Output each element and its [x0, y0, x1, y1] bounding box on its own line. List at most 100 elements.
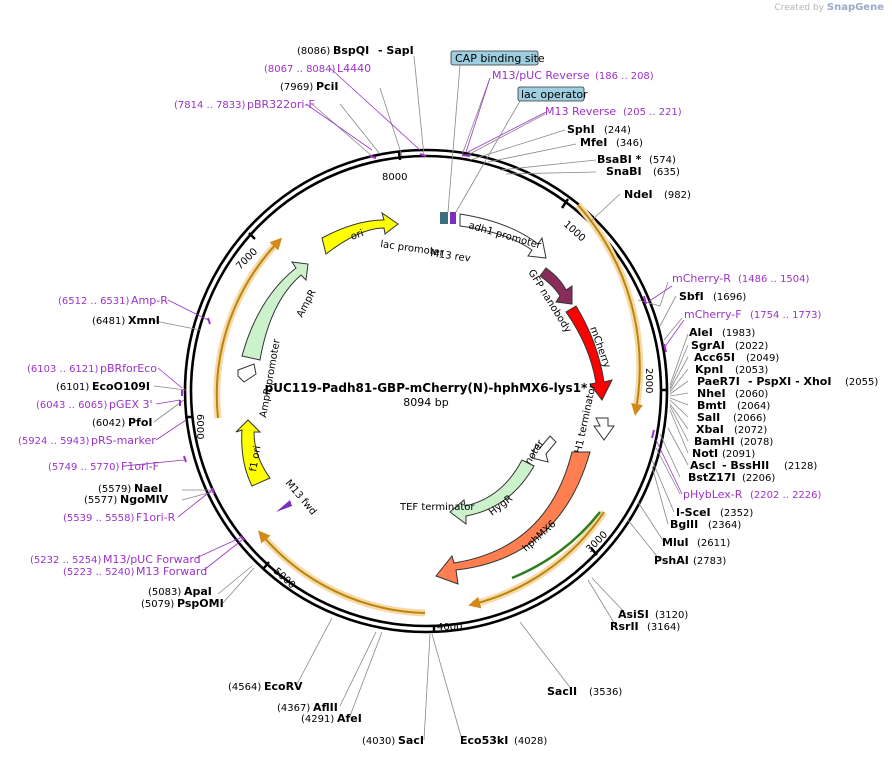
site-extra: - PspXI - XhoI: [748, 375, 831, 388]
site-name: AsiSI: [618, 608, 649, 621]
site-pos: (6042): [92, 418, 125, 429]
tick-6000: 6000: [194, 414, 205, 439]
tick-1000: 1000: [561, 219, 587, 244]
primer-pos: (186 .. 208): [595, 71, 654, 82]
site-pos: (982): [664, 190, 691, 201]
orf-arcs: [213, 202, 644, 617]
site-pos: (2066): [733, 413, 766, 424]
site-name: BsaBI *: [597, 153, 642, 166]
tick-4000: 4000: [437, 622, 462, 633]
feature-ori: [321, 211, 399, 255]
site-pos: (2060): [735, 389, 768, 400]
primer-name: Amp-R: [131, 294, 168, 307]
site-name: MfeI: [580, 136, 607, 149]
plasmid-size: 8094 bp: [403, 396, 448, 409]
primer-pos: (1754 .. 1773): [750, 310, 822, 321]
primer-name: M13/pUC Forward: [103, 553, 201, 566]
site-name: NotI: [692, 447, 718, 460]
primer-name: L4440: [337, 62, 371, 75]
feature-f1-ori: [235, 419, 271, 487]
label-f1-ori: f1 ori: [248, 445, 263, 473]
site-pos: (574): [649, 155, 676, 166]
site-pos: (5083): [148, 587, 181, 598]
site-name: NdeI: [624, 188, 653, 201]
feature-mcherry: [565, 305, 613, 401]
primer-name: pBR322ori-F: [247, 98, 315, 111]
site-pos: (1696): [713, 292, 746, 303]
site-pos: (2128): [784, 461, 817, 472]
primer-name: M13/pUC Reverse: [492, 69, 590, 82]
site-pos: (6101): [56, 382, 89, 393]
site-pos: (2049): [746, 353, 779, 364]
site-name: Eco53kI: [460, 734, 508, 747]
primer-pos: (5924 .. 5943): [18, 436, 90, 447]
primer-pos: (5232 .. 5254): [30, 555, 102, 566]
site-pos: (2206): [742, 473, 775, 484]
tick-8000: 8000: [382, 172, 407, 183]
site-pos: (5079): [141, 599, 174, 610]
primer-name: pBRforEco: [100, 362, 157, 375]
site-pos: (2055): [845, 377, 878, 388]
site-name: Acc65I: [694, 351, 735, 364]
primer-markers: [123, 67, 685, 571]
primer-name: pHybLex-R: [683, 488, 743, 501]
site-pos: (4028): [514, 736, 547, 747]
credit-prefix: Created by: [774, 3, 824, 13]
plasmid-name: pUC119-Padh81-GBP-mCherry(N)-hphMX6-lys1…: [265, 381, 588, 395]
site-name: AleI: [689, 326, 713, 339]
site-pos: (4367): [277, 703, 310, 714]
site-pos: (244): [604, 125, 631, 136]
primer-name: F1ori-R: [136, 511, 176, 524]
site-name: SnaBI: [606, 165, 642, 178]
primer-name: M13 Forward: [136, 565, 207, 578]
tick-2000: 2000: [643, 368, 654, 393]
feature-adh1-promoter: [459, 213, 547, 259]
site-extra: - BssHII: [722, 459, 769, 472]
site-pos: (2352): [720, 508, 753, 519]
site-name: EcoRV: [264, 680, 303, 693]
label-adh1-promoter: adh1 promoter: [467, 220, 543, 251]
site-name: BstZ17I: [688, 471, 736, 484]
site-name: BamHI: [694, 435, 735, 448]
primer-name: mCherry-R: [672, 272, 731, 285]
primer-name: pRS-marker: [91, 434, 156, 447]
site-name: I-SceI: [676, 506, 711, 519]
lac-operator: lac operator: [521, 88, 588, 101]
site-name: AfeI: [337, 712, 362, 725]
site-name: PshAI: [654, 554, 689, 567]
feature-adh1-terminator: [593, 417, 615, 441]
feature-lac-promoter: [440, 212, 448, 224]
site-pos: (2053): [735, 365, 768, 376]
primer-pos: (5749 .. 5770): [48, 462, 120, 473]
primer-name: M13 Reverse: [545, 105, 616, 118]
site-extra: - SapI: [378, 44, 414, 57]
site-pos: (6481): [92, 316, 125, 327]
site-name: EcoO109I: [92, 380, 150, 393]
site-name: RsrII: [610, 620, 639, 633]
snapgene-credit: Created by SnapGene: [774, 2, 884, 13]
site-pos: (2022): [735, 341, 768, 352]
site-name: NaeI: [134, 482, 162, 495]
site-pos: (5579): [98, 484, 131, 495]
site-name: SacI: [398, 734, 424, 747]
site-pos: (4564): [228, 682, 261, 693]
site-name: BspQI: [333, 44, 369, 57]
site-name: ApaI: [184, 585, 212, 598]
primer-pos: (6512 .. 6531): [58, 296, 130, 307]
feature-ampr-promoter: [237, 363, 257, 383]
site-pos: (3120): [655, 610, 688, 621]
site-name: KpnI: [695, 363, 723, 376]
primer-pos: (205 .. 221): [623, 107, 682, 118]
site-name: AflII: [313, 701, 338, 714]
site-name: SbfI: [679, 290, 704, 303]
site-name: PspOMI: [177, 597, 224, 610]
feature-ampr: [241, 261, 309, 361]
primer-pos: (6103 .. 6121): [27, 364, 99, 375]
site-pos: (4030): [362, 736, 395, 747]
site-pos: (1983): [722, 328, 755, 339]
primer-pos: (6043 .. 6065): [36, 400, 108, 411]
site-name: BmtI: [697, 399, 726, 412]
primer-ticks: [179, 153, 667, 541]
